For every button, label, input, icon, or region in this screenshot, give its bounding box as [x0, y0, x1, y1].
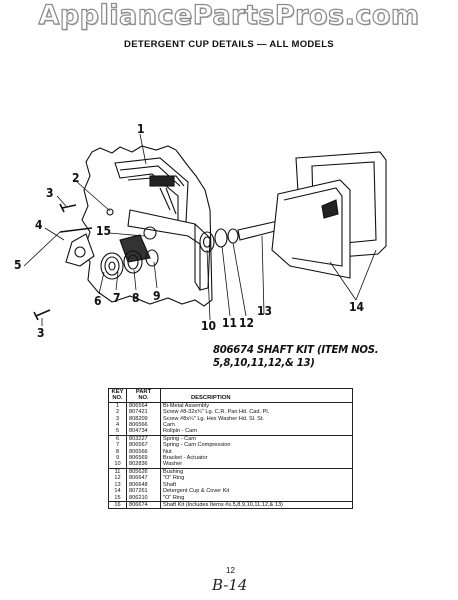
col-header-description: DESCRIPTION [160, 388, 353, 403]
door-panel [81, 145, 213, 307]
callout-3: 3 [46, 186, 54, 200]
page-number: 12 [226, 566, 235, 575]
callout-2: 2 [72, 171, 80, 185]
callout-13: 13 [257, 304, 273, 318]
actuator-bracket [119, 209, 211, 291]
detergent-cup-and-cover [271, 151, 387, 279]
leader-lines [23, 133, 377, 326]
callout-6: 6 [94, 294, 102, 308]
callout-11: 11 [222, 316, 238, 330]
callout-1: 1 [137, 122, 145, 136]
shaft-kit-label: 806674 SHAFT KIT (ITEM NOS. 5,8,10,11,12… [213, 343, 379, 369]
callout-15: 15 [96, 224, 112, 238]
callout-12: 12 [239, 316, 255, 330]
handwritten-note: B-14 [212, 576, 248, 594]
page-title: DETERGENT CUP DETAILS — ALL MODELS [124, 39, 334, 50]
callout-5: 5 [14, 258, 22, 272]
callout-8: 8 [132, 291, 140, 305]
callout-4: 4 [35, 218, 43, 232]
watermark: AppliancePartsPros.com [38, 0, 420, 32]
cam-and-springs [59, 227, 159, 280]
callout-7: 7 [113, 291, 121, 305]
screws [33, 203, 114, 321]
callout-10: 10 [201, 319, 217, 333]
callout-3-lower: 3 [37, 326, 45, 340]
callout-14: 14 [349, 300, 365, 314]
callout-9: 9 [153, 289, 161, 303]
